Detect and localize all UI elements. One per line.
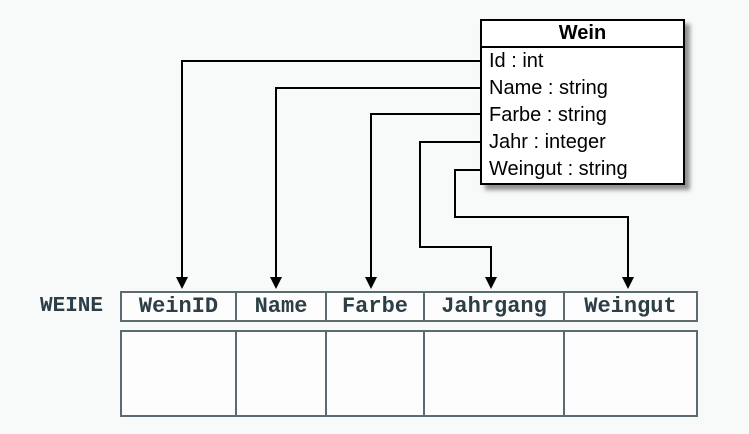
class-attribute-farbe: Farbe : string (489, 104, 607, 126)
column-header-weinid: WeinID (122, 293, 237, 320)
column-header-jahrgang: Jahrgang (425, 293, 565, 320)
column-header-weingut: Weingut (584, 294, 677, 319)
table-cell (237, 332, 327, 415)
class-attribute-weingut: Weingut : string (489, 158, 628, 180)
class-attribute-name: Name : string (489, 77, 608, 99)
mapping-arrow-jahr-to-jahrgang (419, 141, 497, 289)
class-attribute-jahr: Jahr : integer (489, 131, 606, 153)
table-cell (425, 332, 565, 415)
column-header-farbe: Farbe (327, 293, 425, 320)
table-cell (122, 332, 237, 415)
class-attribute-id: Id : int (489, 50, 544, 72)
table-empty-row (120, 330, 698, 417)
mapping-arrow-weingut-to-weingut (454, 169, 634, 289)
mapping-arrow-id-to-weinid (176, 60, 480, 289)
mapping-arrow-farbe-to-farbe (365, 113, 480, 289)
column-header-name: Name (237, 293, 327, 320)
class-title: Wein (482, 21, 683, 48)
table-cell (565, 332, 696, 415)
table-cell (327, 332, 425, 415)
table-name-label: WEINE (40, 295, 104, 318)
mapping-arrow-name-to-name (270, 87, 480, 289)
